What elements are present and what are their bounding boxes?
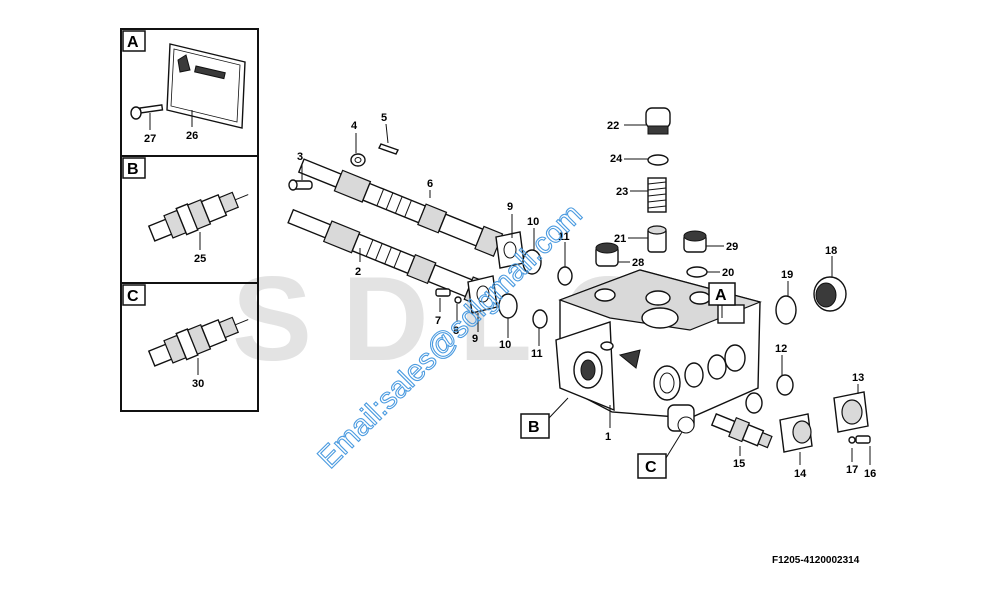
relief-valve-icon — [710, 413, 773, 449]
callout-26: 26 — [186, 130, 198, 142]
callout-6: 6 — [427, 178, 433, 190]
flange-plate-icon — [467, 275, 498, 314]
detail-box-c: C 30 — [122, 284, 249, 390]
washer-icon — [350, 153, 366, 167]
callout-12: 12 — [775, 343, 787, 355]
valve-body-icon — [555, 269, 762, 434]
callout-14: 14 — [794, 468, 807, 480]
callout-1: 1 — [605, 431, 611, 443]
callout-21: 21 — [614, 233, 626, 245]
callout-7: 7 — [435, 315, 441, 327]
detail-letter-b: B — [127, 161, 139, 178]
callout-20: 20 — [722, 267, 734, 279]
svg-text:C: C — [645, 459, 657, 476]
callout-5: 5 — [381, 112, 387, 124]
callout-10b: 10 — [499, 339, 511, 351]
figure-code: F1205-4120002314 — [772, 555, 860, 566]
callout-30: 30 — [192, 378, 204, 390]
clip-icon — [378, 143, 399, 155]
callout-11b: 11 — [531, 348, 543, 360]
spring-icon — [647, 177, 667, 213]
callout-24: 24 — [610, 153, 623, 165]
cap-icon — [813, 276, 847, 312]
poppet-icon — [647, 225, 667, 253]
main-letter-c: C — [637, 431, 683, 479]
detail-box-a: A 27 26 — [122, 30, 246, 145]
callout-23: 23 — [616, 186, 628, 198]
callout-22: 22 — [607, 120, 619, 132]
spool-icon — [297, 158, 504, 257]
cover-icon — [833, 391, 869, 433]
plug-icon — [645, 107, 671, 135]
pin-icon — [288, 179, 313, 191]
callout-8: 8 — [453, 325, 459, 337]
callout-9b: 9 — [472, 333, 478, 345]
callout-28: 28 — [632, 257, 644, 269]
callout-16: 16 — [864, 468, 876, 480]
callout-27: 27 — [144, 133, 156, 145]
callout-2: 2 — [355, 266, 361, 278]
cover-icon — [779, 413, 813, 453]
relief-valve-icon — [147, 316, 249, 367]
main-letter-b: B — [520, 397, 569, 439]
detail-letter-a: A — [127, 34, 139, 51]
callout-25: 25 — [194, 253, 206, 265]
callout-15: 15 — [733, 458, 745, 470]
svg-text:A: A — [715, 287, 727, 304]
relief-valve-icon — [147, 191, 249, 242]
bolt-icon — [848, 435, 871, 444]
plate-icon — [166, 43, 246, 129]
o-ring-icon — [745, 295, 797, 414]
leader-lines — [301, 123, 871, 465]
callout-numbers: 3 4 5 6 2 7 8 9 9 10 10 11 11 1 22 24 23… — [297, 112, 876, 480]
callout-4: 4 — [351, 120, 358, 132]
o-ring-icon — [498, 249, 573, 329]
bolt-icon — [130, 104, 164, 120]
o-ring-icon — [686, 266, 708, 278]
callout-11: 11 — [558, 231, 570, 243]
plug-icon — [683, 230, 707, 253]
o-ring-icon — [647, 154, 669, 166]
callout-13: 13 — [852, 372, 864, 384]
svg-text:B: B — [528, 419, 540, 436]
plug-icon — [595, 242, 619, 267]
detail-box-b: B 25 — [122, 157, 249, 265]
callout-9: 9 — [507, 201, 513, 213]
callout-3: 3 — [297, 151, 303, 163]
main-letter-a: A — [708, 282, 736, 318]
callout-17: 17 — [846, 464, 858, 476]
callout-10: 10 — [527, 216, 539, 228]
callout-29: 29 — [726, 241, 738, 253]
callout-18: 18 — [825, 245, 837, 257]
screw-icon — [435, 288, 462, 304]
callout-19: 19 — [781, 269, 793, 281]
detail-letter-c: C — [127, 288, 139, 305]
detail-panel: A 27 26 B — [120, 28, 259, 412]
